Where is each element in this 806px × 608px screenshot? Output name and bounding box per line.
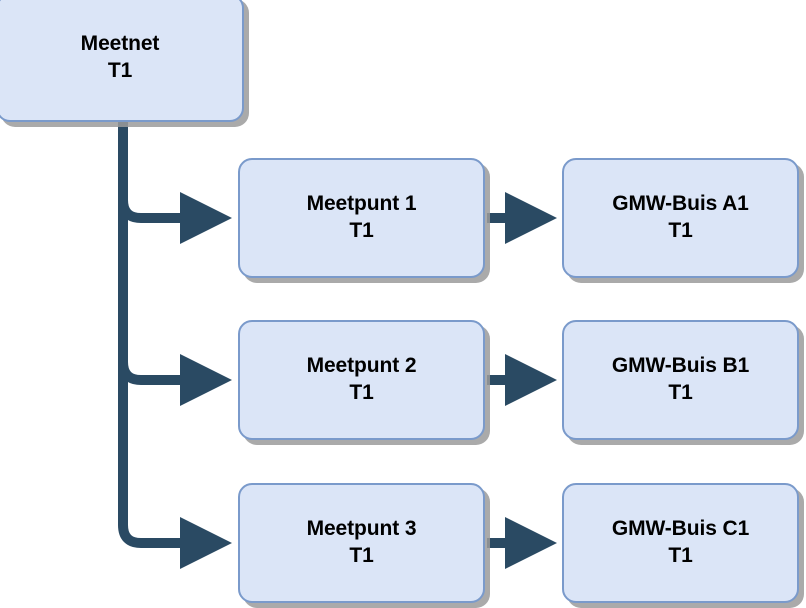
node-meetpunt-2-title: Meetpunt 2 (306, 354, 417, 378)
node-gmw-buis-c1[interactable]: GMW-Buis C1 T1 (562, 483, 799, 603)
node-gmw-buis-b1-subtitle: T1 (668, 381, 693, 404)
node-gmw-buis-a1-title: GMW-Buis A1 (612, 192, 749, 216)
node-gmw-buis-b1[interactable]: GMW-Buis B1 T1 (562, 320, 799, 440)
node-meetnet[interactable]: Meetnet T1 (0, 0, 244, 122)
edge-meetnet-to-meetpunt-1 (118, 118, 233, 245)
edge-meetnet-to-meetpunt-2 (118, 118, 233, 407)
node-gmw-buis-c1-title: GMW-Buis C1 (611, 517, 750, 541)
node-meetpunt-2-subtitle: T1 (349, 381, 374, 404)
edge-meetnet-to-meetpunt-3 (118, 118, 233, 570)
node-meetpunt-1[interactable]: Meetpunt 1 T1 (238, 158, 485, 278)
node-meetpunt-3-subtitle: T1 (349, 544, 374, 567)
node-meetpunt-1-title: Meetpunt 1 (306, 192, 417, 216)
node-meetnet-title: Meetnet (80, 32, 160, 56)
node-meetpunt-1-subtitle: T1 (349, 219, 374, 242)
node-meetpunt-2[interactable]: Meetpunt 2 T1 (238, 320, 485, 440)
node-gmw-buis-a1[interactable]: GMW-Buis A1 T1 (562, 158, 799, 278)
node-gmw-buis-a1-subtitle: T1 (668, 219, 693, 242)
node-meetpunt-3[interactable]: Meetpunt 3 T1 (238, 483, 485, 603)
node-meetpunt-3-title: Meetpunt 3 (306, 517, 417, 541)
node-gmw-buis-b1-title: GMW-Buis B1 (611, 354, 750, 378)
node-gmw-buis-c1-subtitle: T1 (668, 544, 693, 567)
node-meetnet-subtitle: T1 (107, 59, 133, 82)
